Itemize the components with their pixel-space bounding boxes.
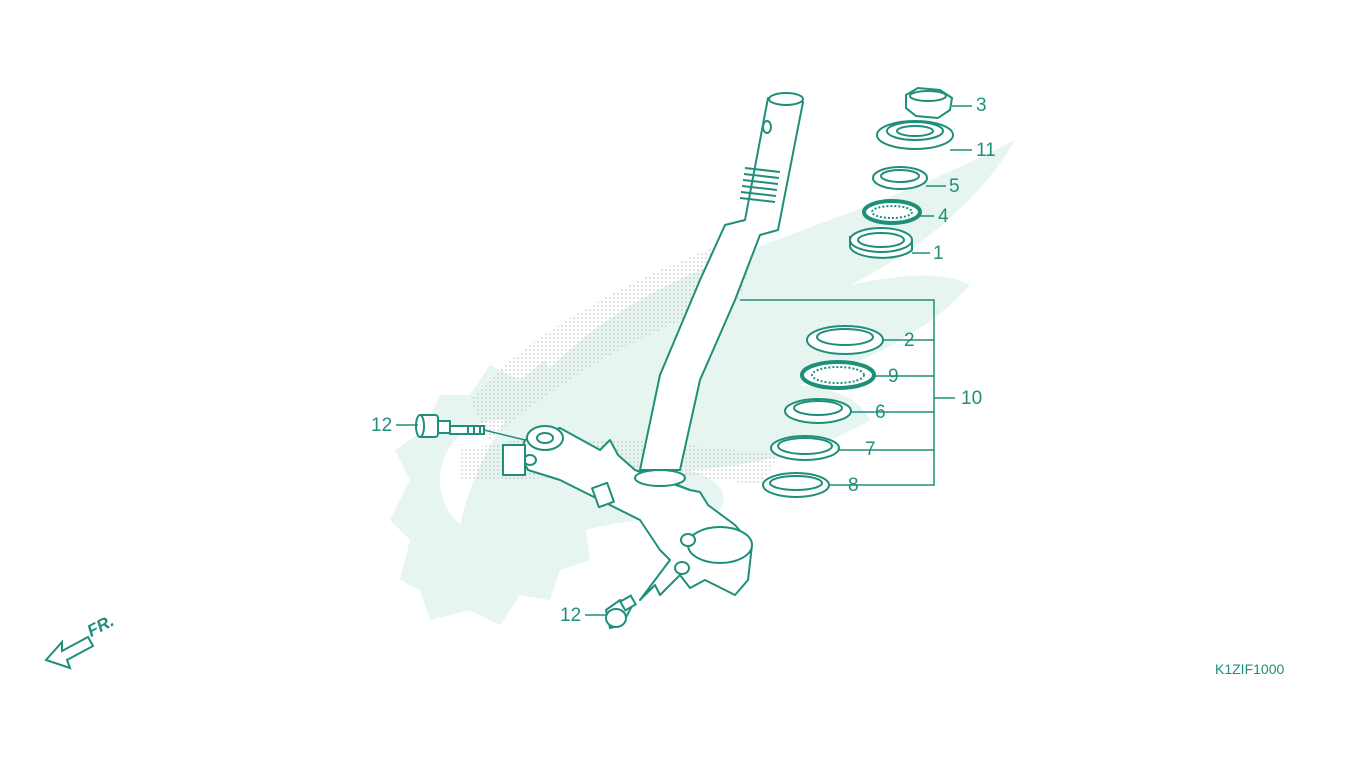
- callout-2: 2: [904, 330, 915, 351]
- upper-parts: [849, 86, 954, 259]
- bolt-upper: [415, 414, 485, 438]
- callout-6: 6: [875, 402, 886, 423]
- steering-stem: [502, 92, 804, 601]
- diagram-code: K1ZIF1000: [1215, 661, 1285, 677]
- part-4-bearing: [862, 199, 922, 225]
- bolt-lower: [604, 594, 638, 630]
- part-2-race: [806, 325, 884, 355]
- part-1-race: [849, 227, 913, 259]
- callout-4: 4: [938, 206, 949, 227]
- callout-12-upper: 12: [371, 415, 393, 436]
- callout-12-lower: 12: [560, 605, 582, 626]
- callout-1: 1: [933, 243, 944, 264]
- part-9-bearing: [800, 360, 876, 390]
- part-5-race: [872, 166, 928, 190]
- callout-5: 5: [949, 176, 960, 197]
- callout-11: 11: [976, 140, 996, 161]
- callout-9: 9: [888, 366, 899, 387]
- callout-10: 10: [961, 388, 983, 409]
- part-6-race: [784, 398, 852, 424]
- callout-7: 7: [865, 439, 876, 460]
- leader-lines: [396, 105, 972, 616]
- part-7-seal: [770, 435, 840, 461]
- stem-tube: [639, 97, 804, 471]
- front-arrow-icon: [44, 635, 95, 670]
- lower-parts: [762, 325, 884, 498]
- part-8-washer: [762, 472, 830, 498]
- part-3-nut: [905, 86, 954, 120]
- callout-8: 8: [848, 475, 859, 496]
- callout-3: 3: [976, 95, 987, 116]
- part-11-washer: [876, 120, 954, 150]
- lower-bracket: [519, 427, 753, 601]
